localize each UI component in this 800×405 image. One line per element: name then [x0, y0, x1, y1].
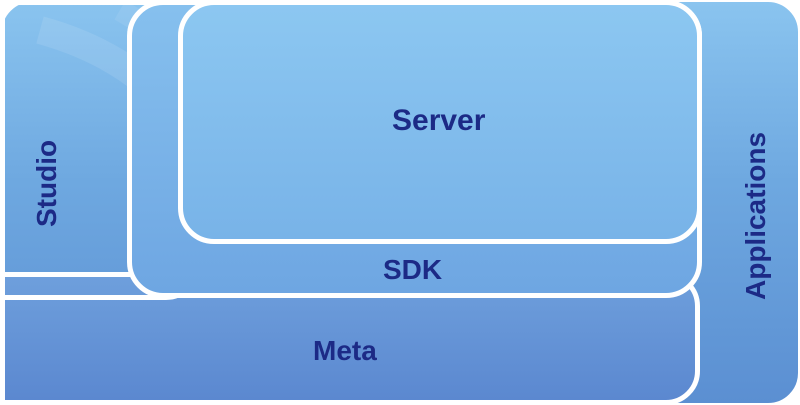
applications-label: Applications [740, 131, 771, 300]
meta-label: Meta [313, 335, 377, 366]
server-label: Server [392, 104, 486, 137]
server-box [178, 0, 702, 244]
sdk-label: SDK [383, 254, 443, 285]
studio-label: Studio [31, 139, 62, 227]
